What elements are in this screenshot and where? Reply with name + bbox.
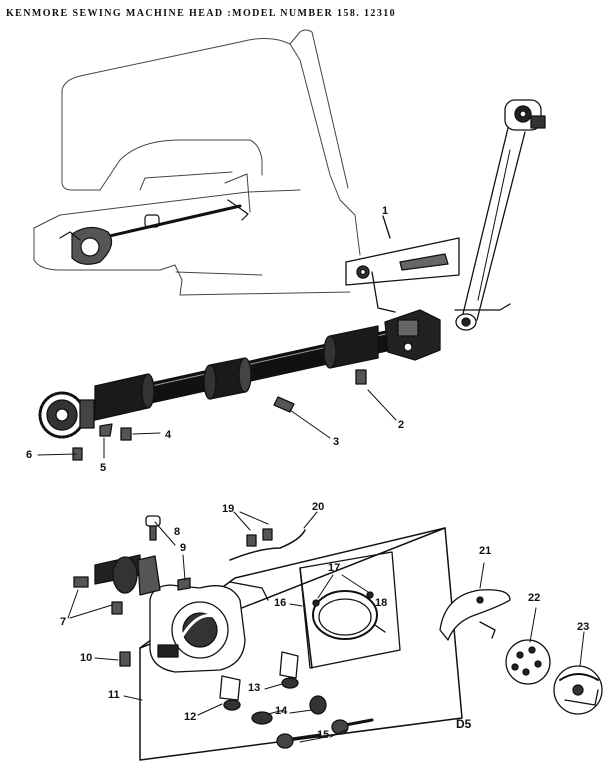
callout-7: 7 bbox=[60, 616, 67, 628]
parts-19-20 bbox=[229, 528, 306, 561]
parts-21-23 bbox=[439, 589, 603, 715]
callout-19: 19 bbox=[222, 503, 235, 515]
callout-13: 13 bbox=[248, 682, 261, 694]
callout-17: 17 bbox=[328, 562, 341, 574]
hook-assembly bbox=[149, 581, 269, 673]
parts-12-15 bbox=[219, 651, 374, 749]
diagram-code: D5 bbox=[456, 717, 472, 731]
callout-16: 16 bbox=[274, 597, 287, 609]
callout-1: 1 bbox=[382, 205, 389, 217]
callout-5: 5 bbox=[100, 462, 107, 474]
diagram-title: KENMORE SEWING MACHINE HEAD :MODEL NUMBE… bbox=[6, 8, 397, 19]
callout-11: 11 bbox=[108, 689, 120, 701]
callout-2: 2 bbox=[398, 419, 405, 431]
shaft-gear bbox=[38, 391, 95, 439]
callout-4: 4 bbox=[165, 429, 172, 441]
callout-3: 3 bbox=[333, 436, 340, 448]
callout-8: 8 bbox=[174, 526, 181, 538]
main-shaft bbox=[94, 309, 441, 421]
small-parts-upper bbox=[72, 369, 367, 461]
callout-21: 21 bbox=[479, 545, 492, 557]
callout-10: 10 bbox=[80, 652, 93, 664]
head-shaft bbox=[59, 199, 249, 265]
callout-9: 9 bbox=[180, 542, 187, 554]
callout-14: 14 bbox=[275, 705, 288, 717]
bobbin-case-16 bbox=[312, 590, 386, 640]
machine-head-outline bbox=[33, 29, 361, 296]
callout-23: 23 bbox=[577, 621, 590, 633]
callout-18: 18 bbox=[375, 597, 388, 609]
leaders-lower bbox=[67, 511, 585, 743]
callout-22: 22 bbox=[528, 592, 541, 604]
callout-6: 6 bbox=[26, 449, 33, 461]
callout-12: 12 bbox=[184, 711, 197, 723]
leaders-upper bbox=[37, 389, 397, 459]
callout-20: 20 bbox=[312, 501, 325, 513]
bracket-part-1 bbox=[345, 215, 460, 313]
connecting-rod bbox=[454, 99, 546, 331]
callout-15: 15 bbox=[317, 729, 330, 741]
